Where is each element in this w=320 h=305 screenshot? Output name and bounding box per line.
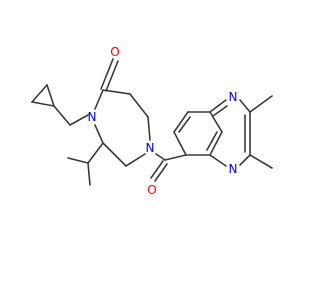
bond — [125, 153, 146, 167]
bond — [105, 60, 119, 92]
bond — [87, 142, 104, 164]
bond — [102, 142, 127, 167]
linker-oxygen-label: O — [147, 183, 156, 197]
bond — [147, 116, 151, 141]
bond — [150, 160, 164, 179]
carbonyl-oxygen-label: O — [110, 45, 119, 59]
amide-linker — [150, 153, 187, 182]
bond — [249, 95, 273, 113]
bond — [173, 131, 187, 156]
quinoxaline-benzene-ring — [173, 111, 223, 156]
quinoxaline-nitrogen-bottom-label: N — [229, 162, 238, 176]
structure-canvas: O N N O N N — [31, 45, 273, 197]
bond — [212, 105, 228, 117]
bond — [209, 99, 227, 113]
bond — [209, 131, 223, 156]
bond — [173, 111, 189, 133]
amide-nitrogen-label: N — [88, 110, 97, 124]
diazepane-ring — [94, 89, 151, 167]
quinoxaline-nitrogen-top-label: N — [229, 90, 238, 104]
methyl-groups — [249, 95, 273, 169]
bond — [164, 154, 187, 161]
bond — [154, 163, 168, 182]
bond — [129, 93, 149, 118]
bond — [178, 116, 191, 133]
bond — [31, 84, 48, 103]
bond — [100, 58, 114, 90]
quinoxaline-pyrazine-ring — [209, 99, 251, 167]
cyclopropyl-group — [31, 84, 55, 107]
bond — [239, 99, 251, 113]
bond — [87, 162, 91, 186]
methylene-linker — [53, 105, 89, 126]
bond — [209, 154, 227, 167]
bond — [94, 89, 104, 110]
bond — [31, 101, 55, 107]
chemical-structure: O N N O N N — [31, 45, 273, 197]
ring-carbonyl — [100, 58, 119, 92]
bond — [67, 157, 89, 164]
bond — [102, 89, 131, 95]
bond — [239, 154, 251, 166]
bond — [206, 131, 218, 151]
isopropyl-group — [67, 142, 104, 186]
bond — [94, 124, 104, 144]
bond — [155, 153, 166, 161]
bond — [209, 111, 223, 133]
amine-nitrogen-label: N — [146, 141, 155, 155]
bond — [249, 154, 273, 169]
bond — [46, 84, 55, 107]
bond — [69, 114, 89, 126]
bond — [53, 105, 71, 126]
